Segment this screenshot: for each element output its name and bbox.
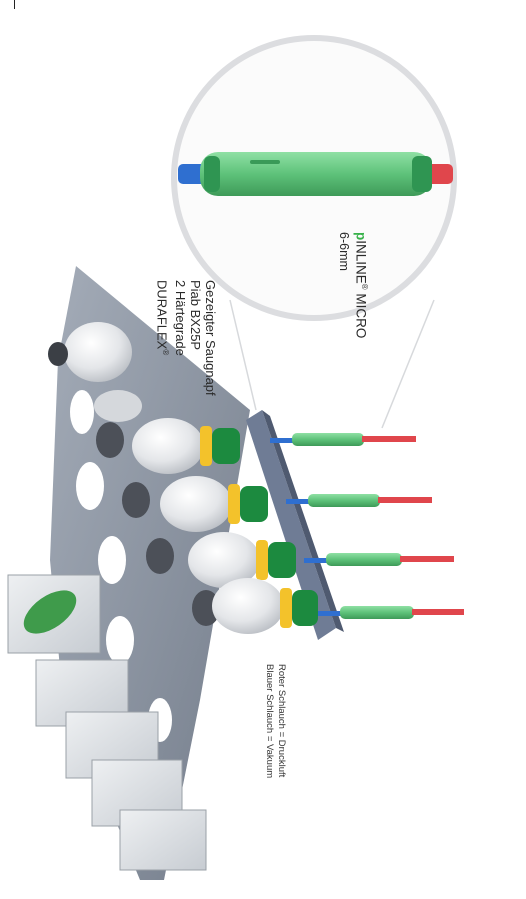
- legend-red-hose: Roter Schlauch = Druckluft: [275, 664, 287, 778]
- hose-legend: Roter Schlauch = Druckluft Blauer Schlau…: [263, 664, 287, 778]
- duraflex-text: DURAFLEX: [155, 280, 170, 349]
- hose-assembly-1: [270, 433, 416, 446]
- legend-blue-hose: Blauer Schlauch = Vakuum: [263, 664, 275, 778]
- suction-cup-label: Gezeigter Saugnapf Piab BX25P 2 Härtegra…: [155, 280, 218, 396]
- hose-assembly-2: [286, 494, 432, 507]
- brand-name: INLINE: [354, 240, 369, 284]
- hose-assembly-3: [304, 553, 454, 566]
- product-size-label: 6-6mm: [336, 232, 352, 271]
- duraflex-registered-mark: ®: [161, 349, 170, 355]
- hose-assembly-4: [318, 606, 464, 619]
- suction-cup-line-4: DURAFLEX®: [155, 280, 173, 396]
- product-suffix: MICRO: [354, 290, 369, 339]
- suction-cup-line-3: 2 Härtegrade: [173, 280, 188, 396]
- brand-prefix: p: [354, 232, 369, 240]
- suction-cup-line-2: Piab BX25P: [188, 280, 203, 396]
- product-label: pINLINE® MICRO: [353, 232, 373, 338]
- inline-ejector-closeup: [178, 152, 453, 196]
- suction-cup-line-1: Gezeigter Saugnapf: [203, 280, 218, 396]
